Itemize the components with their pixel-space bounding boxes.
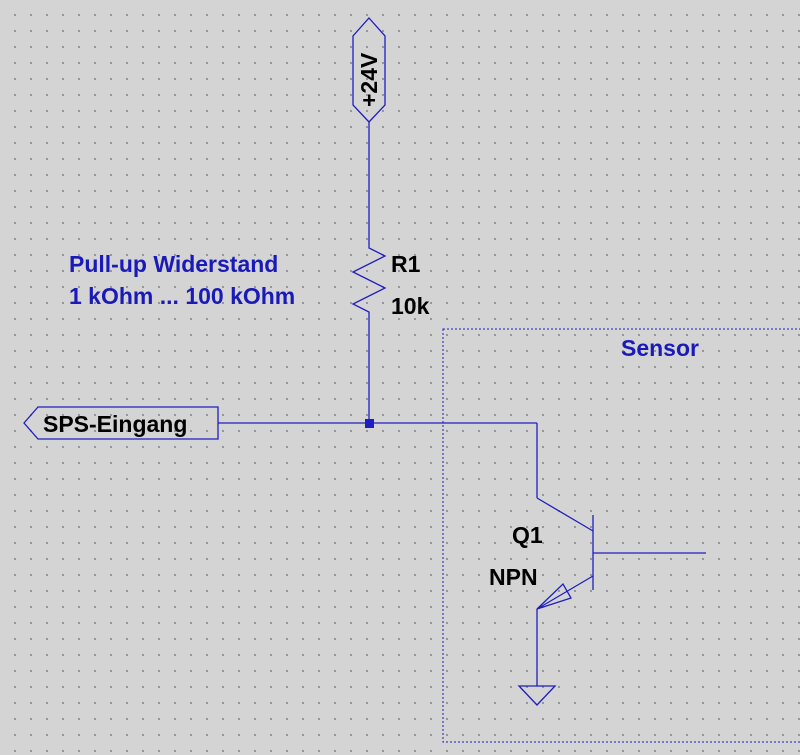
junction-dot <box>365 419 374 428</box>
resistor-ref-label: R1 <box>391 251 421 277</box>
supply-label: +24V <box>356 52 382 107</box>
resistor-value-label: 10k <box>391 293 430 319</box>
ground-symbol[interactable] <box>517 685 557 706</box>
pullup-comment-line2: 1 kOhm ... 100 kOhm <box>69 283 295 309</box>
pullup-comment-line1: Pull-up Widerstand <box>69 251 278 277</box>
transistor-type-label: NPN <box>489 564 538 590</box>
transistor-ref-label: Q1 <box>512 522 543 548</box>
input-port-label: SPS-Eingang <box>43 411 187 437</box>
resistor-r1[interactable] <box>351 242 387 318</box>
transistor-q1[interactable] <box>536 497 706 610</box>
sensor-boundary-box <box>442 328 800 743</box>
sensor-box-label: Sensor <box>621 335 699 361</box>
transistor-emitter-lead <box>536 575 594 610</box>
transistor-emitter-arrow <box>536 582 572 610</box>
transistor-collector-lead <box>536 497 594 532</box>
